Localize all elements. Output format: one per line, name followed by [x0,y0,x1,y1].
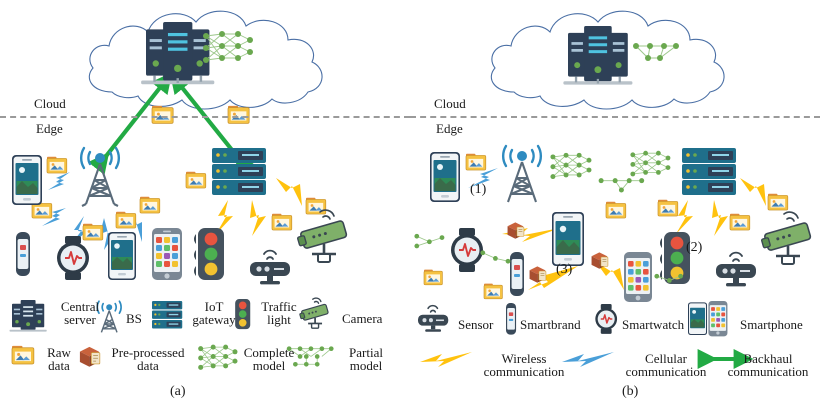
iot-gateway-icon-b [682,148,736,195]
cloud-edge-divider-b [410,116,820,118]
caption-a: (a) [170,384,186,399]
step-label-1: (1) [470,182,487,197]
raw-data-folders-a-bs [31,156,207,241]
traffic-light-icon-a [194,228,224,280]
smartphone-icon-b-hub [552,212,584,266]
smartphone-icon-a3 [152,228,182,280]
legend-label-sensor: Sensor [458,317,494,332]
panel-b: Cloud Edge (1) (2) (3) [410,0,820,407]
smartwatch-icon [595,304,618,334]
base-station-icon-a [79,146,121,207]
raw-data-icon-b3 [483,283,503,300]
raw-data-icons-b-gateway [657,193,789,231]
raw-data-icon-b1 [465,153,487,171]
cloud-shape-b [490,10,725,110]
traffic-light-icon-b [660,232,690,284]
legend-label-camera: Camera [342,311,383,326]
sensor-icon-b [716,251,756,287]
traffic-light-icon [235,299,251,330]
cellular-bolt-icon [562,352,614,367]
central-server-icon-a [141,22,215,85]
sensor-icon [418,304,449,332]
partial-model-icon-b1 [414,233,445,249]
cloud-edge-divider-a [0,116,410,118]
central-server-icon-b [563,26,633,85]
complete-model-icon [198,344,238,370]
smartwatch-icon-a [57,236,89,280]
smartphone-icon-a1 [12,155,42,205]
smartwatch-icon-b [451,228,483,272]
smartphone-icon-b1 [430,152,460,202]
raw-data-icon [11,345,35,365]
partial-model-icon-b3 [598,178,645,193]
base-station-icon [96,300,122,333]
iot-gateway-icon-a [212,148,266,195]
central-server-icon [9,300,47,332]
caption-b: (b) [622,384,639,399]
edge-tier-label-a: Edge [36,121,63,136]
smartphone-icon-b2 [624,252,652,302]
legend-label-bs: BS [126,311,142,326]
legend-label-smartwatch: Smartwatch [622,317,685,332]
cloud-tier-label-a: Cloud [34,96,66,111]
partial-model-icon-b-cloud [633,43,679,61]
backhaul-arrows-a [87,72,256,176]
panel-a: Cloud Edge [0,10,410,399]
camera-icon [299,297,329,329]
step-label-3: (3) [556,262,573,277]
wireless-bolt-icon [420,352,472,367]
smartbrand-icon [506,303,517,335]
base-station-icon-b [501,144,543,203]
complete-model-icon-a [203,31,253,63]
legend-a-graphics [9,297,334,370]
camera-icon-b [761,211,812,265]
preprocessed-data-icon-b2 [529,266,547,283]
complete-model-icon-b2 [630,150,671,177]
raw-data-icon-b4 [605,201,627,219]
smartphone-icon [688,301,728,337]
preprocessed-data-icon-b3 [591,252,609,269]
smartbrand-icon-a [16,232,30,276]
legend-b-graphics [418,301,754,369]
legend-label-smartphone: Smartphone [740,317,803,332]
wireless-links-b-gateway [676,178,766,236]
panel-b-graphics [414,10,812,302]
raw-data-icon-a2 [227,105,250,124]
preprocessed-data-icon [79,346,101,367]
sensor-icon-a [250,249,290,285]
cloud-tier-label-b: Cloud [434,96,466,111]
smartbrand-icon-b [510,252,524,296]
iot-gateway-icon [152,301,183,329]
wireless-links-a [216,178,302,236]
partial-model-icon-b4 [654,273,683,283]
step-label-2: (2) [686,240,703,255]
partial-model-icon-b2 [480,250,511,264]
preprocessed-data-icon-b1 [507,222,525,239]
partial-model-icon [286,346,334,367]
camera-icon-a [297,209,348,263]
raw-data-icon-a1 [151,105,174,124]
raw-data-folders-a-gw [271,197,327,231]
legend-label-smartbrand: Smartbrand [520,317,581,332]
panel-a-graphics [12,10,348,285]
complete-model-icon-b1 [550,152,592,180]
smartphone-icon-a2 [108,232,136,280]
raw-data-icon-b2 [423,269,443,286]
edge-tier-label-b: Edge [436,121,463,136]
